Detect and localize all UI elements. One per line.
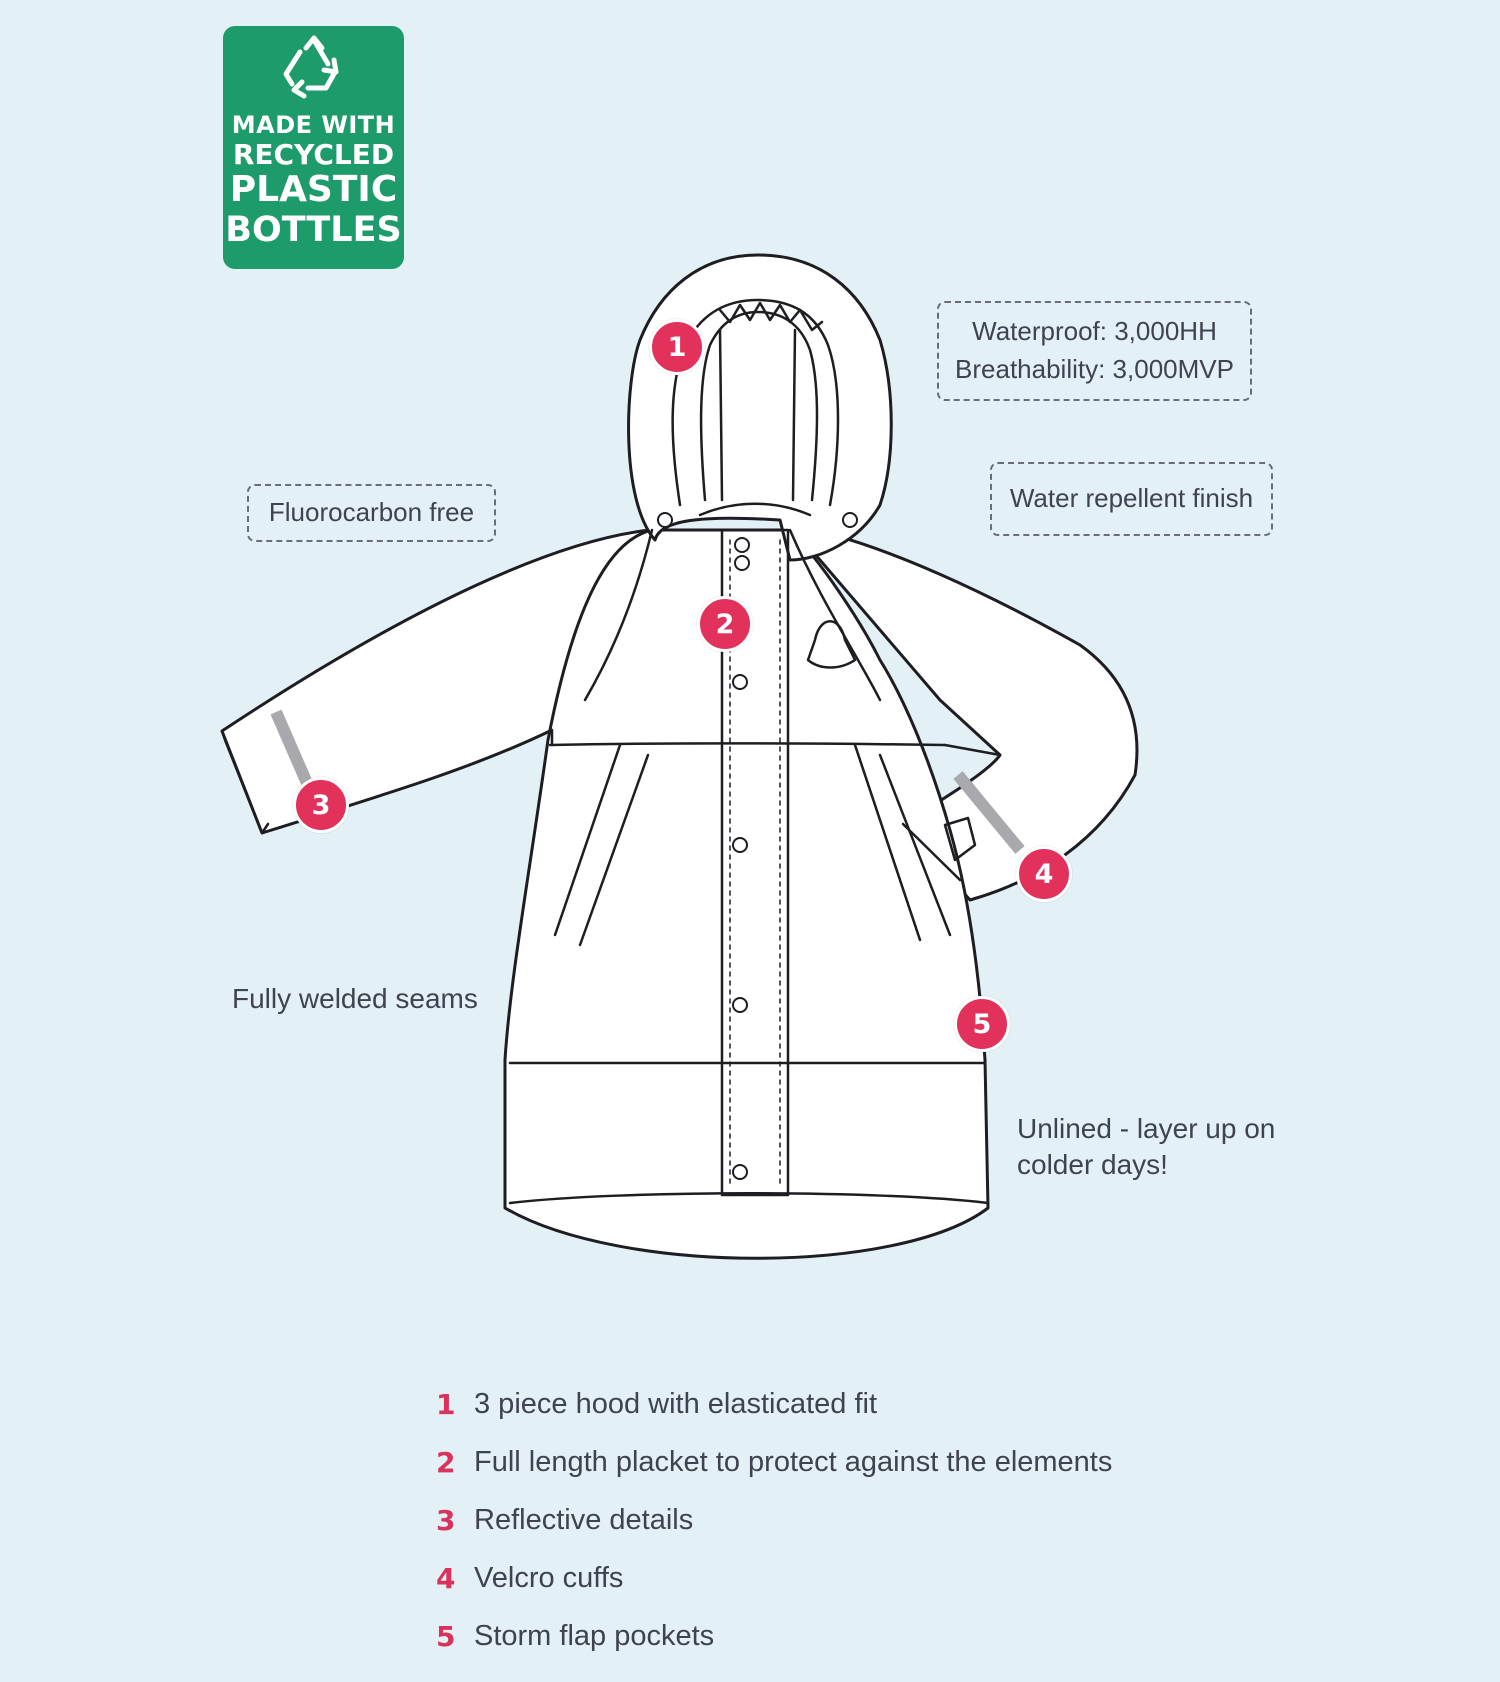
- legend-text: Reflective details: [474, 1503, 694, 1536]
- snap: [734, 537, 750, 553]
- legend-number: 4: [436, 1561, 456, 1595]
- legend-number: 1: [436, 1387, 456, 1421]
- legend-number: 5: [436, 1619, 456, 1653]
- feature-legend: 1 3 piece hood with elasticated fit 2 Fu…: [436, 1375, 1112, 1665]
- reflective-strip-left: [270, 709, 316, 793]
- recycled-badge: MADE WITH RECYCLED PLASTIC BOTTLES: [223, 26, 404, 269]
- fluorocarbon-text: Fluorocarbon free: [268, 497, 475, 528]
- unlined-line-2: colder days!: [1017, 1149, 1168, 1181]
- chest-logo: [806, 620, 857, 669]
- snap: [732, 997, 748, 1013]
- hood-inner-line: [699, 310, 819, 502]
- marker-4: 4: [1016, 846, 1072, 902]
- legend-text: 3 piece hood with elasticated fit: [474, 1387, 878, 1420]
- legend-item: 4 Velcro cuffs: [436, 1549, 1112, 1607]
- water-repellent-callout: Water repellent finish: [990, 462, 1273, 536]
- waterproof-text: Waterproof: 3,000HH: [972, 316, 1217, 347]
- badge-line: BOTTLES: [225, 209, 402, 250]
- badge-line: PLASTIC: [229, 169, 398, 211]
- snap: [732, 1164, 748, 1180]
- snap: [732, 674, 748, 690]
- neckline: [698, 502, 812, 517]
- hood-inner: [671, 298, 840, 507]
- marker-2: 2: [697, 596, 753, 652]
- water-repellent-text: Water repellent finish: [1009, 483, 1254, 514]
- raglan-seam: [583, 528, 654, 702]
- marker-3: 3: [293, 777, 349, 833]
- snap: [734, 555, 750, 571]
- hood-panel-line: [718, 328, 724, 502]
- hem-curve: [508, 1192, 990, 1205]
- legend-number: 2: [436, 1445, 456, 1479]
- jacket-body: [503, 528, 990, 1260]
- legend-text: Full length placket to protect against t…: [474, 1445, 1113, 1478]
- snap: [657, 512, 673, 528]
- badge-line: MADE WITH: [231, 111, 396, 139]
- legend-item: 5 Storm flap pockets: [436, 1607, 1112, 1665]
- badge-line: RECYCLED: [232, 137, 395, 171]
- legend-text: Storm flap pockets: [474, 1619, 715, 1652]
- welded-seams-note: Fully welded seams: [232, 983, 478, 1014]
- waterproof-callout: Waterproof: 3,000HH Breathability: 3,000…: [937, 301, 1252, 401]
- breathability-text: Breathability: 3,000MVP: [955, 354, 1234, 384]
- unlined-note: Unlined - layer up on colder days!: [1017, 1111, 1275, 1184]
- reflective-strip-right: [953, 771, 1025, 854]
- hood-elastic: [718, 301, 824, 332]
- legend-item: 2 Full length placket to protect against…: [436, 1433, 1112, 1491]
- marker-1: 1: [649, 319, 705, 375]
- sleeve-seam: [943, 743, 1002, 757]
- snap: [842, 512, 858, 528]
- left-pocket: [553, 743, 650, 947]
- placket: [720, 528, 790, 1197]
- legend-number: 3: [436, 1503, 456, 1537]
- marker-5: 5: [954, 996, 1010, 1052]
- recycle-icon: [283, 35, 339, 99]
- right-cuff-tab: [943, 816, 977, 862]
- fluorocarbon-callout: Fluorocarbon free: [247, 484, 496, 542]
- snap: [732, 837, 748, 853]
- yoke-line: [548, 742, 947, 747]
- badge-text: MADE WITH RECYCLED PLASTIC BOTTLES: [223, 112, 404, 250]
- right-cuff-line: [901, 822, 962, 882]
- right-pocket: [853, 743, 952, 942]
- legend-item: 1 3 piece hood with elasticated fit: [436, 1375, 1112, 1433]
- left-cuff-line: [220, 729, 270, 835]
- unlined-line-1: Unlined - layer up on: [1017, 1113, 1276, 1144]
- legend-text: Velcro cuffs: [474, 1561, 624, 1594]
- hood-panel-line: [791, 328, 797, 502]
- legend-item: 3 Reflective details: [436, 1491, 1112, 1549]
